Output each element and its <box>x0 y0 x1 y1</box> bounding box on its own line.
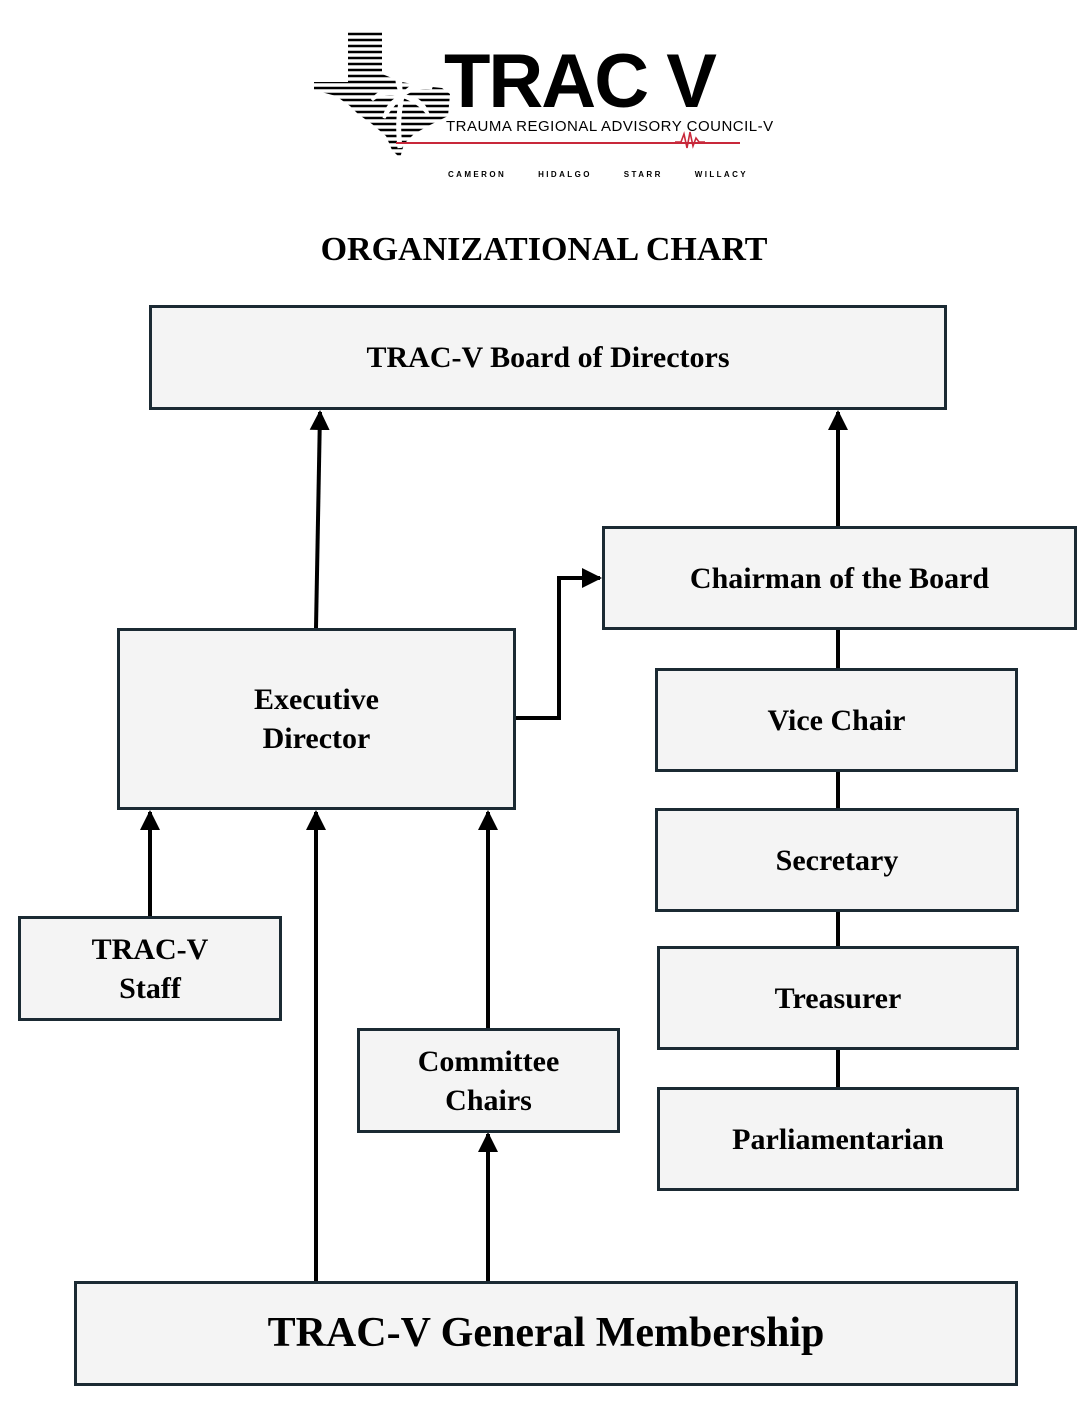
heartbeat-pulse-icon <box>675 131 705 149</box>
county-name: STARR <box>623 170 663 179</box>
board-of-directors-box: TRAC-V Board of Directors <box>149 305 947 410</box>
county-name: CAMERON <box>448 170 507 179</box>
logo-subtitle: TRAUMA REGIONAL ADVISORY COUNCIL-V <box>446 118 774 135</box>
node-label: Treasurer <box>774 981 902 1015</box>
connector-exec-to-chair <box>514 568 602 720</box>
general-membership-box: TRAC-V General Membership <box>74 1281 1018 1386</box>
logo-title: TRAC V <box>444 39 717 124</box>
staff-box: TRAC-V Staff <box>18 916 282 1021</box>
node-label: Executive Director <box>254 683 379 755</box>
node-label: TRAC-V Board of Directors <box>366 341 730 374</box>
county-list: CAMERON HIDALGO STARR WILLACY <box>448 170 748 179</box>
vice-chair-box: Vice Chair <box>655 668 1018 772</box>
node-label: Vice Chair <box>767 703 906 737</box>
node-label: TRAC-V Staff <box>91 932 209 1005</box>
executive-director-box: Executive Director <box>117 628 516 810</box>
texas-palm-emblem-icon <box>314 32 450 156</box>
logo-divider <box>396 142 740 144</box>
node-label: Committee Chairs <box>417 1044 560 1117</box>
node-label: Parliamentarian <box>732 1122 944 1156</box>
node-label: TRAC-V General Membership <box>267 1310 825 1356</box>
connector-exec-to-board <box>309 410 330 629</box>
treasurer-box: Treasurer <box>657 946 1019 1050</box>
chairman-box: Chairman of the Board <box>602 526 1077 630</box>
node-label: Chairman of the Board <box>689 561 990 595</box>
committee-chairs-box: Committee Chairs <box>357 1028 620 1133</box>
secretary-box: Secretary <box>655 808 1019 912</box>
node-label: Secretary <box>775 843 899 877</box>
county-name: HIDALGO <box>538 170 592 179</box>
parliamentarian-box: Parliamentarian <box>657 1087 1019 1191</box>
trac-v-logo: TRAC V TRAUMA REGIONAL ADVISORY COUNCIL-… <box>310 30 773 190</box>
page-title: ORGANIZATIONAL CHART <box>320 231 768 268</box>
county-name: WILLACY <box>694 170 748 179</box>
